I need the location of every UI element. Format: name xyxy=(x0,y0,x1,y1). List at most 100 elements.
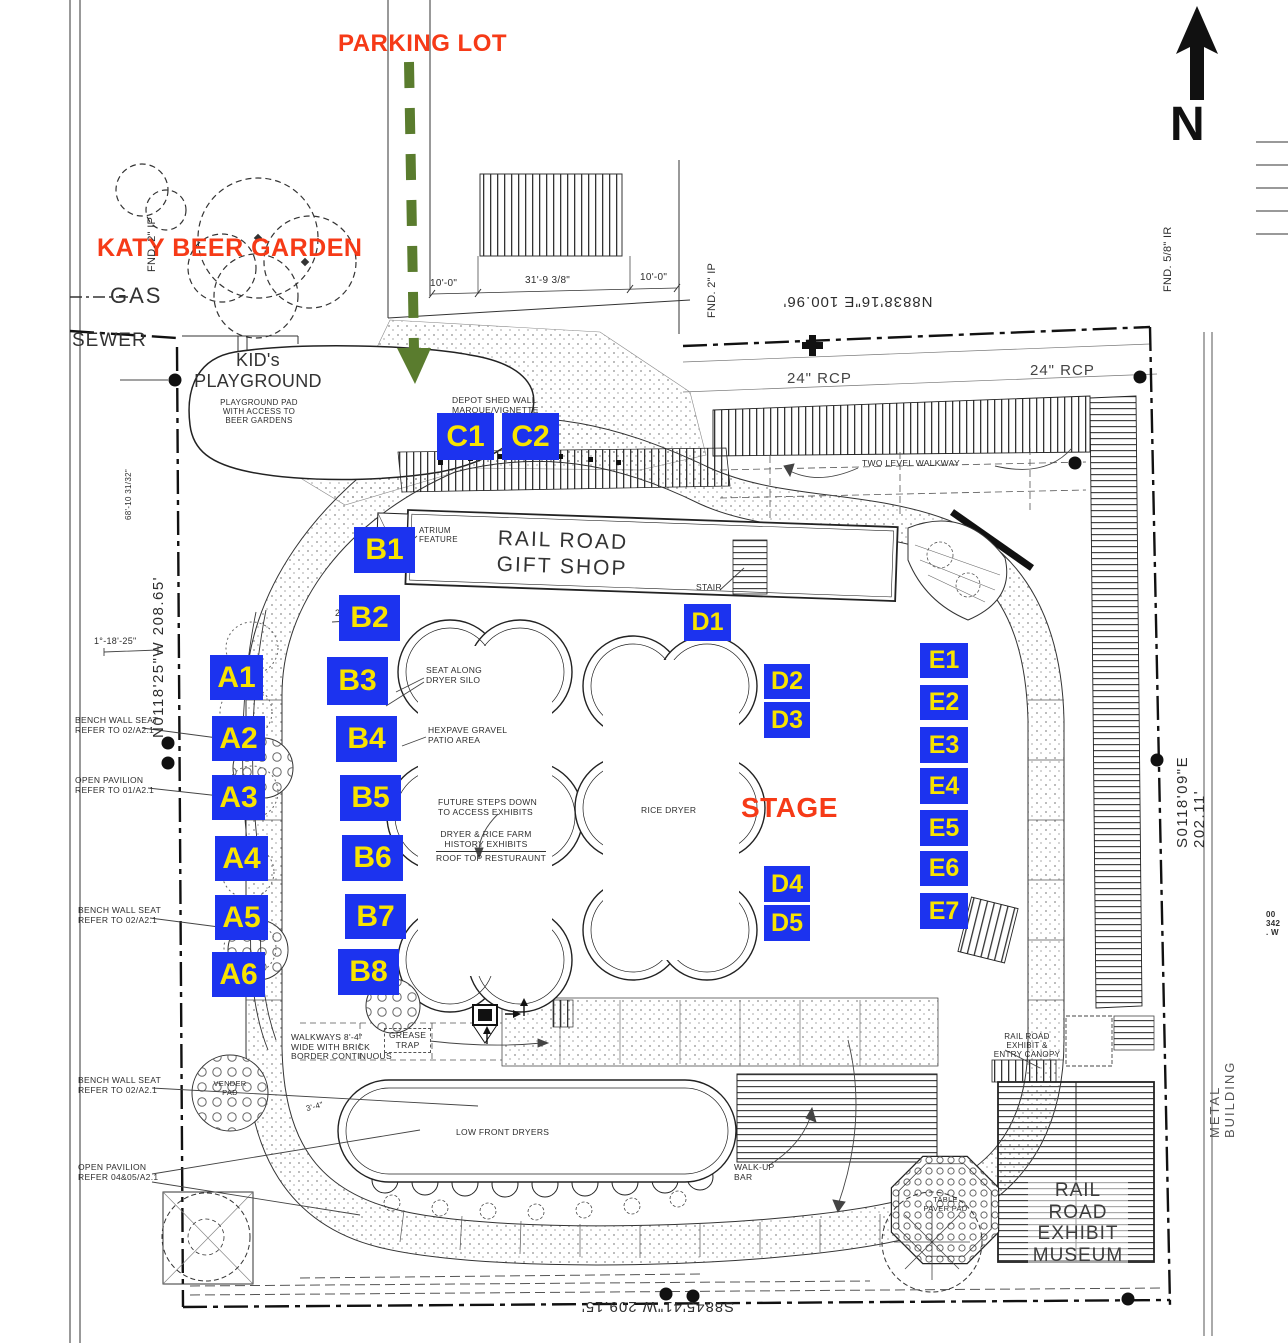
hexpave-label: HEXPAVE GRAVEL PATIO AREA xyxy=(428,725,508,745)
dim-angle: 1°-18'-25" xyxy=(94,636,137,646)
booth-D1[interactable]: D1 xyxy=(684,604,731,641)
low-front-dryers xyxy=(337,1079,737,1221)
booth-B1[interactable]: B1 xyxy=(354,527,415,573)
booth-B8[interactable]: B8 xyxy=(338,949,399,995)
metal-building-label: METAL BUILDING xyxy=(1207,1060,1237,1138)
edge-fragment-label: 00 342 . W xyxy=(1266,910,1281,938)
sw-corner xyxy=(161,1191,254,1285)
booth-D4[interactable]: D4 xyxy=(764,866,810,902)
booth-E5[interactable]: E5 xyxy=(920,810,968,846)
gift-shop-stair xyxy=(732,539,768,595)
leader-lines xyxy=(103,379,1073,1216)
boundary-south-label: S8845'41"W 209.15' xyxy=(580,1298,735,1316)
boundary-east-label: S0118'09"E 202.11' xyxy=(1174,755,1209,848)
stage-label: STAGE xyxy=(741,792,838,823)
booth-E6[interactable]: E6 xyxy=(920,851,968,886)
fnd-ir-right-label: FND. 5/8" IR xyxy=(1162,226,1174,292)
booth-D5[interactable]: D5 xyxy=(764,905,810,941)
se-palm xyxy=(881,1191,983,1293)
table-paver-pad xyxy=(890,1155,1000,1265)
open-pavilion-label-2: OPEN PAVILION REFER 04&05/A2.1 xyxy=(78,1162,159,1182)
seat-along-label: SEAT ALONG DRYER SILO xyxy=(426,665,483,685)
fnd-ip-left-label: FND. 2" IP xyxy=(146,216,158,272)
low-front-dryers-label: LOW FRONT DRYERS xyxy=(456,1127,550,1137)
sheet-border xyxy=(69,0,1288,1343)
two-level-walkway-label: TWO LEVEL WALKWAY xyxy=(862,458,960,468)
booth-B4[interactable]: B4 xyxy=(336,716,397,762)
dim-68: 68'-10 31/32" xyxy=(124,469,133,520)
rcp-right-label: 24" RCP xyxy=(1030,362,1095,379)
booth-E2[interactable]: E2 xyxy=(920,685,968,720)
two-level-walkway xyxy=(712,395,1143,1009)
depot-shed-label: DEPOT SHED WALL MARQUE/VIGNETTE xyxy=(452,395,539,415)
rice-dryer-east xyxy=(574,635,766,981)
dryer-history-label: DRYER & RICE FARM HISTORY EXHIBITS xyxy=(440,829,532,849)
rooftop-label: ROOF TOP RESTURAUNT xyxy=(436,851,547,863)
bench-seat-label-2: BENCH WALL SEAT REFER TO 02/A2.1 xyxy=(78,905,162,925)
booth-E1[interactable]: E1 xyxy=(920,643,968,678)
booth-E3[interactable]: E3 xyxy=(920,727,968,763)
booth-B7[interactable]: B7 xyxy=(345,894,406,939)
vender-pad-label: VENDER PAD xyxy=(213,1079,247,1097)
booth-A1[interactable]: A1 xyxy=(210,655,263,700)
playground-pad-label: PLAYGROUND PAD WITH ACCESS TO BEER GARDE… xyxy=(220,398,298,426)
entry-canopy xyxy=(991,1059,1057,1083)
grease-trap-label: GREASE TRAP xyxy=(384,1028,432,1054)
booth-B2[interactable]: B2 xyxy=(339,595,400,641)
walkup-bar-deck xyxy=(736,1073,938,1163)
table-paver-label: TABLE PAVER PAD xyxy=(923,1195,968,1213)
booth-A5[interactable]: A5 xyxy=(215,895,268,940)
future-steps-label: FUTURE STEPS DOWN TO ACCESS EXHIBITS xyxy=(438,797,538,817)
north-arrow-icon xyxy=(1176,6,1218,100)
open-pavilion-label-1: OPEN PAVILION REFER TO 01/A2.1 xyxy=(75,775,155,795)
fnd-ip-mid-label: FND. 2" IP xyxy=(706,262,718,318)
ramp-bar xyxy=(949,509,1035,571)
booth-D2[interactable]: D2 xyxy=(764,664,810,699)
rice-dryer-label: RICE DRYER xyxy=(641,805,697,815)
property-boundary xyxy=(69,296,1172,1309)
booth-A4[interactable]: A4 xyxy=(215,836,268,881)
museum-label: RAIL ROAD EXHIBIT MUSEUM xyxy=(1028,1180,1128,1267)
beer-garden-label: KATY BEER GARDEN xyxy=(97,234,363,262)
gas-label: GAS xyxy=(110,283,163,308)
booth-C2[interactable]: C2 xyxy=(502,413,559,460)
boundary-west-label: N0118'25"W 208.65' xyxy=(150,575,167,738)
atrium-label: ATRIUM FEATURE xyxy=(419,526,458,545)
canopy-label: RAIL ROAD EXHIBIT & ENTRY CANOPY xyxy=(993,1032,1061,1060)
dim-10b: 10'-0" xyxy=(640,272,668,283)
booth-E4[interactable]: E4 xyxy=(920,768,968,804)
north-label: N xyxy=(1170,98,1205,151)
kids-playground-label: KID's PLAYGROUND xyxy=(194,350,322,391)
gift-shop-label: RAIL ROAD GIFT SHOP xyxy=(496,526,629,581)
museum-building xyxy=(991,1015,1155,1263)
boundary-north-label: N8838'16"E 100.96' xyxy=(782,293,933,311)
dim-10a: 10'-0" xyxy=(430,278,458,289)
beer-garden-trees xyxy=(115,163,357,339)
booth-E7[interactable]: E7 xyxy=(920,893,968,929)
booth-A6[interactable]: A6 xyxy=(212,952,265,997)
booth-A2[interactable]: A2 xyxy=(212,716,265,761)
booth-B6[interactable]: B6 xyxy=(342,835,403,881)
booth-B3[interactable]: B3 xyxy=(327,657,388,705)
parking-stripes xyxy=(479,173,623,257)
entry-arrow-icon xyxy=(397,61,431,384)
walkways-label: WALKWAYS 8'-4" WIDE WITH BRICK BORDER CO… xyxy=(291,1032,392,1062)
bottom-utilities xyxy=(189,1273,1166,1296)
parking-lot-label: PARKING LOT xyxy=(338,30,508,57)
bench-seat-label-1: BENCH WALL SEAT REFER TO 02/A2.1 xyxy=(75,715,159,735)
stair-label: STAIR xyxy=(696,582,722,592)
parking-lot-linework xyxy=(387,0,1158,393)
rice-dryer-west xyxy=(386,619,584,1013)
booth-B5[interactable]: B5 xyxy=(340,775,401,821)
booth-C1[interactable]: C1 xyxy=(437,413,494,460)
walkup-bar-label: WALK-UP BAR xyxy=(734,1162,775,1182)
survey-markers xyxy=(161,335,1164,1306)
planting-bed xyxy=(907,520,1008,621)
booth-A3[interactable]: A3 xyxy=(212,775,265,820)
sewer-label: SEWER xyxy=(72,330,147,351)
booth-D3[interactable]: D3 xyxy=(764,702,810,738)
south-walkway xyxy=(300,997,939,1067)
bench-seat-label-3: BENCH WALL SEAT REFER TO 02/A2.1 xyxy=(78,1075,162,1095)
